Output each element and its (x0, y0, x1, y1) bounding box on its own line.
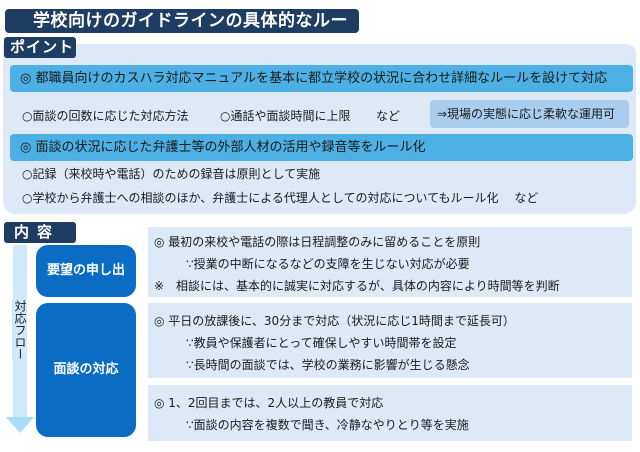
point-headline-2: ◎ 面談の状況に応じた弁護士等の外部人材の活用や録音等をルール化 (10, 134, 633, 161)
page-title: 学校向けのガイドラインの具体的なルール (5, 9, 359, 55)
interview-line-2: ∵教員や保護者にとって確保しやすい時間帯を設定 (186, 336, 457, 350)
request-line-3: ※ 相談には、基本的に誠実に対応するが、具体の内容により時間等を判断 (154, 279, 560, 293)
step-interview-label: 面談の対応 (53, 362, 119, 377)
step-interview: 面談の対応 (36, 303, 136, 437)
interview-line-1: ◎ 平日の放課後に、30分まで対応（状況に応じ1時間まで延長可） (154, 314, 515, 328)
request-line-1: ◎ 最初の来校や電話の際は日程調整のみに留めることを原則 (154, 235, 481, 249)
step-request: 要望の申し出 (36, 245, 136, 297)
flow-label: 対応フロー (12, 300, 27, 360)
content-section-tag: 内容 (4, 222, 76, 243)
interview-line-5: ∵面談の内容を複数で聞き、冷静なやりとり等を実施 (186, 418, 469, 432)
point-item-time-limit: ○通話や面談時間に上限 (220, 109, 351, 123)
interview-details-1: ◎ 平日の放課後に、30分まで対応（状況に応じ1時間まで延長可） ∵教員や保護者… (148, 303, 632, 378)
point-item-lawyer: ○学校から弁護士への相談のほか、弁護士による代理人としての対応についてもルール化… (22, 191, 539, 205)
interview-line-4: ◎ 1、2回目までは、2人以上の教員で対応 (154, 396, 384, 410)
flow-arrow-down-icon (6, 417, 34, 433)
interview-line-3: ∵長時間の面談では、学校の業務に影響が生じる懸念 (186, 358, 470, 372)
flexible-operation-note: ⇒現場の実態に応じ柔軟な運用可 (430, 100, 629, 128)
point-item-etc: など (376, 109, 401, 123)
point-item-consult-count: ○面談の回数に応じた対応方法 (22, 109, 189, 123)
point-item-recording: ○記録（来校時や電話）のための録音は原則として実施 (22, 167, 321, 181)
request-details: ◎ 最初の来校や電話の際は日程調整のみに留めることを原則 ∵授業の中断になるなど… (148, 227, 632, 297)
request-line-2: ∵授業の中断になるなどの支障を生じない対応が必要 (186, 257, 470, 271)
point-section-tag: ポイント (4, 37, 76, 58)
point-headline-1: ◎ 都職員向けのカスハラ対応マニュアルを基本に都立学校の状況に合わせ詳細なルール… (10, 65, 633, 92)
interview-details-2: ◎ 1、2回目までは、2人以上の教員で対応 ∵面談の内容を複数で聞き、冷静なやり… (148, 385, 632, 441)
